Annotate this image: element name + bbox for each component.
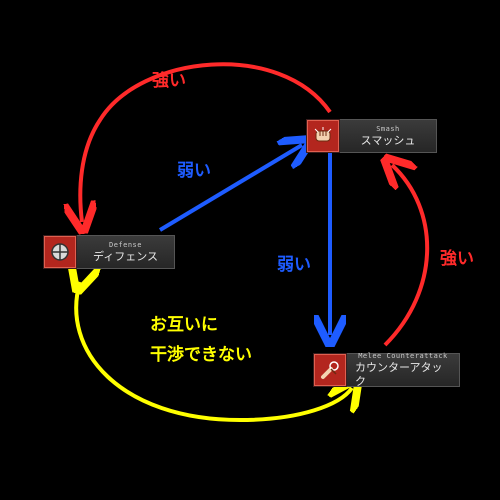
skill-node-smash: Smash スマッシュ bbox=[306, 119, 437, 153]
skill-jp-label: ディフェンス bbox=[92, 250, 158, 263]
label-no-interfere-line1: お互いに bbox=[150, 315, 218, 335]
label-strong-top: 強い bbox=[152, 71, 186, 91]
skill-en-label: Melee Counterattack bbox=[358, 352, 448, 360]
arrow-defense-to-smash bbox=[158, 145, 302, 232]
arrow-smash-to-defense bbox=[80, 62, 332, 222]
label-weak-mid-left: 弱い bbox=[177, 161, 211, 181]
shield-icon bbox=[43, 235, 77, 269]
skill-en-label: Smash bbox=[376, 125, 400, 133]
skill-panel-smash: Smash スマッシュ bbox=[340, 119, 437, 153]
skill-jp-label: カウンターアタック bbox=[355, 361, 443, 388]
label-strong-right: 強い bbox=[440, 249, 474, 269]
skill-panel-counter: Melee Counterattack カウンターアタック bbox=[347, 352, 460, 388]
fist-icon bbox=[306, 119, 340, 153]
skill-panel-defense: Defense ディフェンス bbox=[77, 235, 175, 269]
skill-node-defense: Defense ディフェンス bbox=[43, 235, 175, 269]
counter-hand-icon bbox=[313, 353, 347, 387]
arrow-defense-counter-mutual bbox=[76, 282, 352, 423]
arrow-counter-to-smash bbox=[385, 165, 430, 347]
skill-jp-label: スマッシュ bbox=[360, 134, 416, 147]
skill-node-counter: Melee Counterattack カウンターアタック bbox=[313, 352, 460, 388]
skill-en-label: Defense bbox=[108, 241, 142, 249]
label-no-interfere-line2: 干渉できない bbox=[150, 345, 252, 365]
label-weak-mid-right: 弱い bbox=[277, 255, 311, 275]
